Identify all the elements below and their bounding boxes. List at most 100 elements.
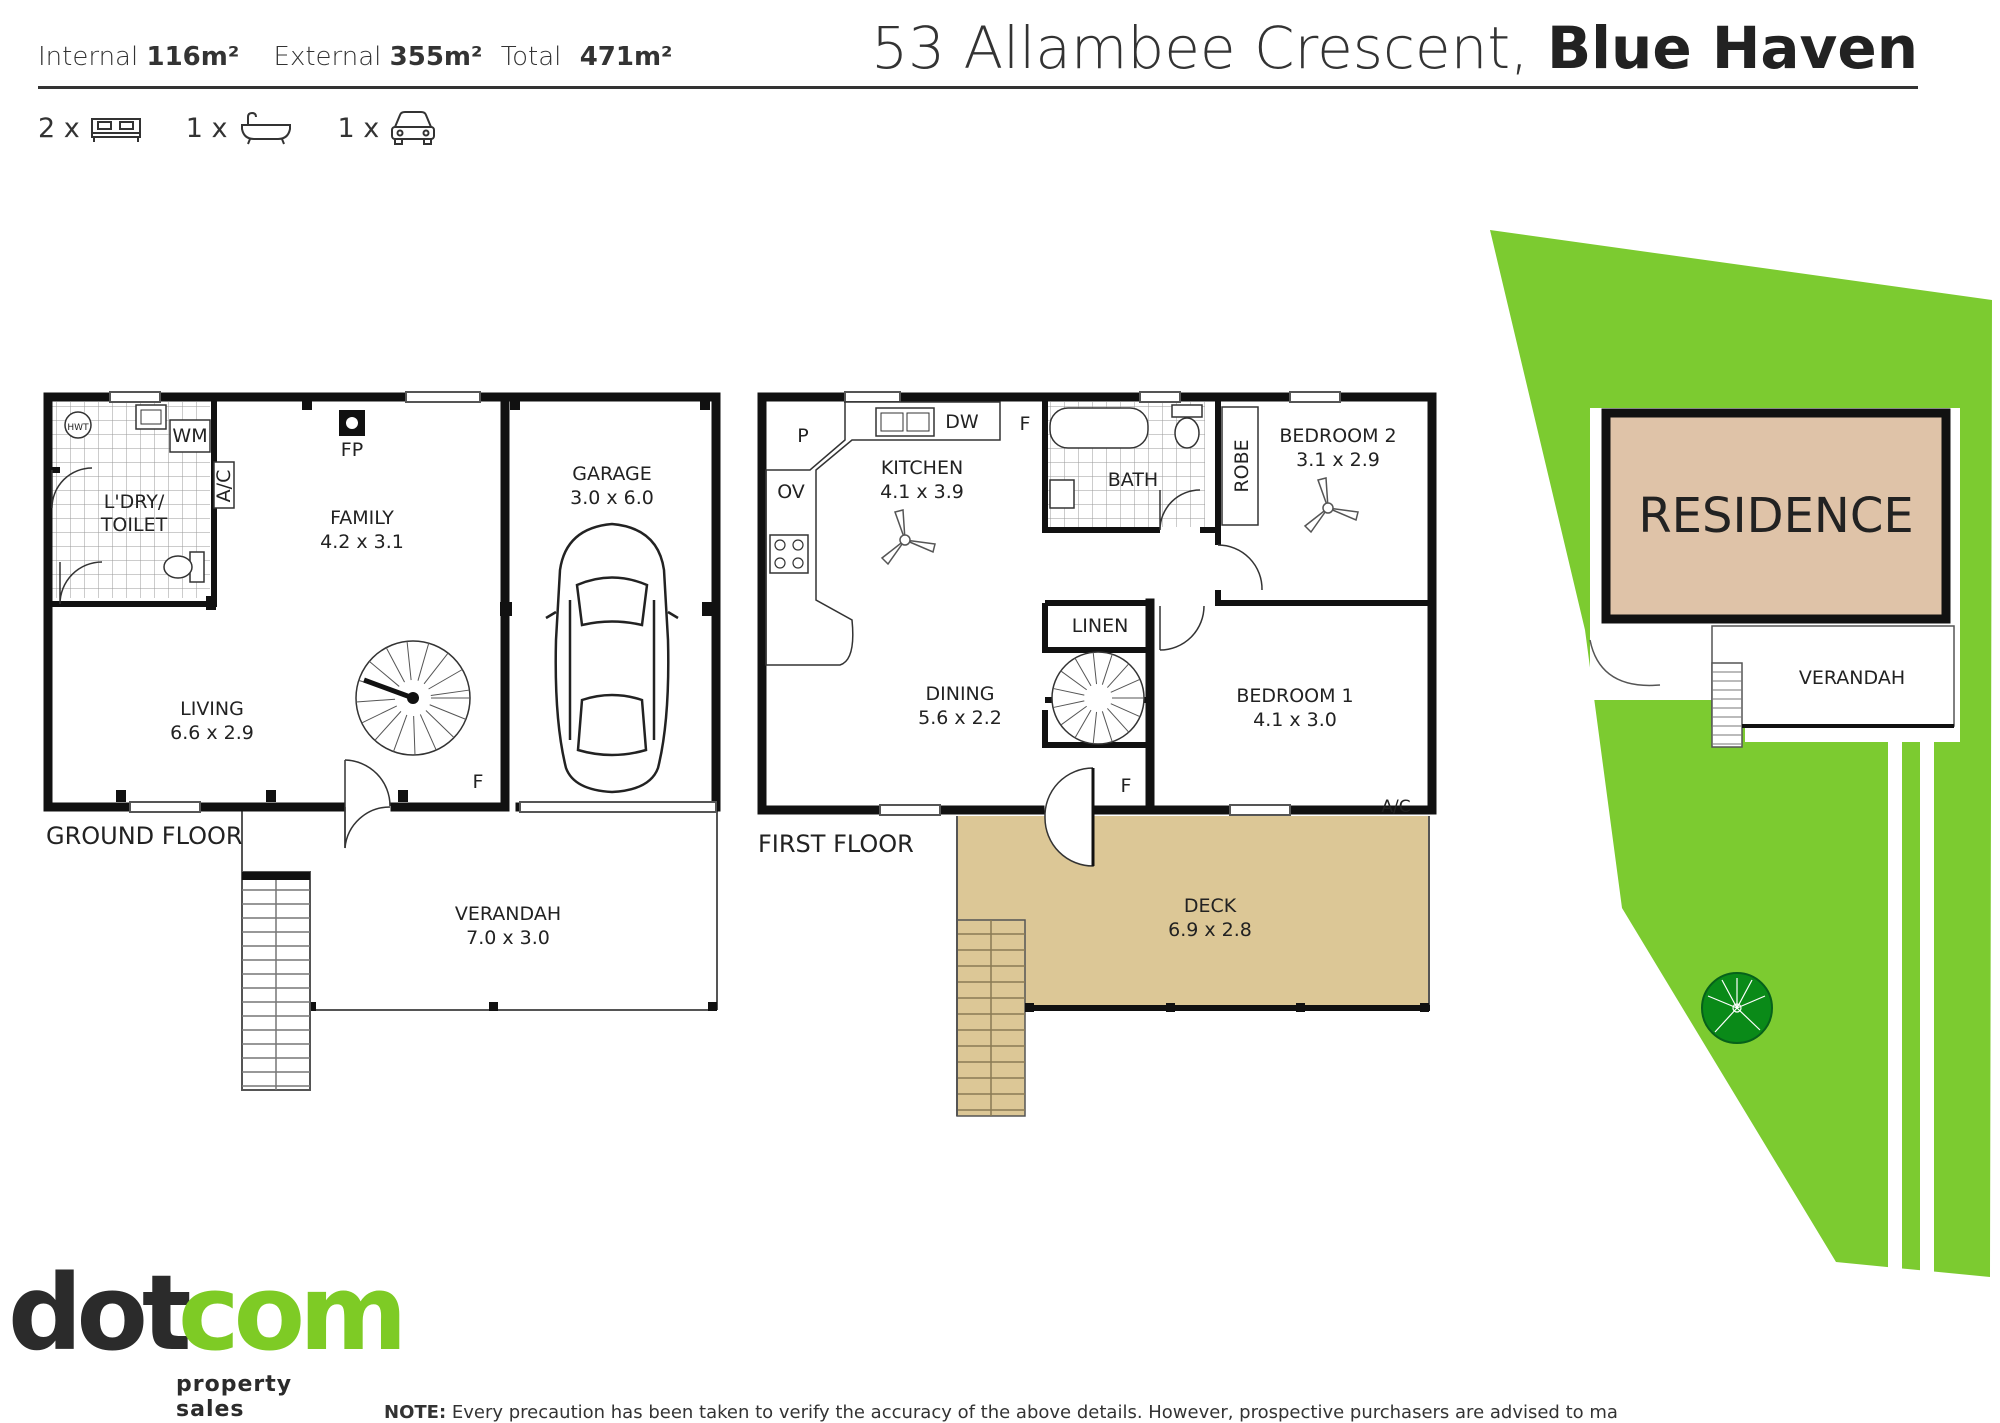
ground-entry-door [344, 759, 391, 849]
ground-verandah-dim: 7.0 x 3.0 [466, 927, 550, 949]
site-verandah-label: VERANDAH [1799, 667, 1905, 689]
total-value: 471m² [579, 42, 673, 72]
bath-basin-icon [1049, 479, 1075, 509]
external-label: External [273, 42, 382, 72]
fireplace-icon [339, 410, 365, 436]
ground-windows [109, 391, 717, 813]
first-floor-plan [757, 391, 1437, 1117]
stair-tread [393, 714, 408, 752]
ground-verandah-label: VERANDAH [455, 903, 561, 925]
lawn-area [1490, 230, 1992, 1277]
site-plan [1490, 230, 1992, 1277]
internal-value: 116m² [146, 42, 240, 72]
parking-count-text: 1 x [337, 112, 380, 144]
deck-floor [957, 816, 1429, 1008]
first-floor-walls [757, 392, 1437, 815]
kitchen-dim: 4.1 x 3.9 [880, 481, 964, 503]
stair-tread [361, 705, 398, 724]
brand-logo: dot com property sales [8, 1252, 407, 1422]
laundry-label-2: TOILET [100, 514, 168, 536]
residence-label: RESIDENCE [1638, 488, 1913, 544]
car-icon [391, 111, 436, 145]
stair-tread [430, 689, 470, 696]
feature-counts: 2 x 1 x 1 x [38, 106, 437, 150]
bath-toilet-icon [1171, 404, 1203, 449]
note-text: Every precaution has been taken to verif… [446, 1402, 1618, 1423]
address-street: 53 Allambee Crescent, [871, 14, 1529, 82]
robe-cabinet [1221, 406, 1259, 526]
driveway-strips [1888, 742, 1934, 1272]
dishwasher-label: DW [945, 411, 979, 433]
stair-tread [385, 647, 405, 683]
total-label: Total [500, 42, 562, 72]
deck-label: DECK [1184, 895, 1237, 917]
linen-label: LINEN [1072, 615, 1129, 637]
stair-tread [1106, 708, 1130, 733]
property-address: 53 Allambee Crescent, Blue Haven [871, 14, 1918, 82]
pantry-label: P [797, 425, 808, 447]
bath-label: BATH [1108, 469, 1158, 491]
ceiling-fan-bedroom-icon [1303, 477, 1359, 534]
stair-tread [429, 704, 467, 720]
kitchen-label: KITCHEN [881, 457, 963, 479]
spiral-stair-first [1051, 651, 1145, 745]
stair-tread [1092, 711, 1098, 744]
ground-floor-plan [43, 391, 721, 1091]
bathroom-count-text: 1 x [185, 112, 228, 144]
spiral-stair-ground [355, 640, 471, 756]
bedroom-count: 2 x [38, 111, 142, 145]
address-suburb: Blue Haven [1546, 14, 1918, 82]
stair-tread [1110, 703, 1141, 718]
deck-rail [956, 816, 1430, 1116]
living-dim: 6.6 x 2.9 [170, 722, 254, 744]
logo-dot: dot [8, 1252, 192, 1374]
ground-f-label: F [473, 771, 484, 793]
stair-tread [425, 710, 455, 738]
stair-tread [1052, 700, 1085, 709]
stair-tread [423, 652, 449, 685]
laundry-doors [51, 467, 103, 605]
disclaimer-note: NOTE: Every precaution has been taken to… [384, 1402, 1618, 1423]
bedroom1-label: BEDROOM 1 [1236, 685, 1353, 707]
stair-tread [413, 715, 416, 755]
family-label: FAMILY [330, 507, 394, 529]
ceiling-fan-kitchen-icon [880, 509, 936, 566]
laundry-label-1: L'DRY/ [104, 491, 165, 513]
stair-tread [374, 711, 402, 741]
stair-tread [1060, 670, 1087, 691]
stair-tread [417, 643, 430, 681]
ground-floor-title: GROUND FLOOR [46, 822, 243, 850]
wm-label: WM [172, 425, 207, 447]
stair-tread [1074, 709, 1092, 739]
stair-tread [419, 714, 437, 751]
header-divider [38, 86, 1918, 89]
kitchen-bench [765, 401, 1001, 666]
stair-tread [1074, 657, 1092, 687]
deck-entry-door [1044, 767, 1095, 867]
logo-com: com [178, 1252, 407, 1374]
living-label: LIVING [180, 698, 244, 720]
ac-unit-ground [213, 461, 235, 509]
deck-posts [1025, 1003, 1429, 1012]
first-doors [1159, 489, 1263, 651]
stair-tread [1101, 654, 1113, 685]
first-floor-title: FIRST FLOOR [758, 830, 914, 858]
stair-tread [1092, 652, 1098, 685]
dining-dim: 5.6 x 2.2 [918, 707, 1002, 729]
site-path [1589, 639, 1661, 687]
logo-tagline: property sales [176, 1372, 293, 1422]
toilet-icon [163, 551, 205, 583]
stair-tread [1106, 663, 1130, 688]
garage-label: GARAGE [572, 463, 652, 485]
oven-label: OV [777, 481, 805, 503]
bedroom-count-text: 2 x [38, 112, 80, 144]
cooktop-icon [769, 534, 809, 574]
fp-label: FP [341, 439, 363, 461]
garage-dim: 3.0 x 6.0 [570, 487, 654, 509]
ground-wall-posts [116, 400, 714, 802]
stair-tread [1101, 711, 1113, 742]
hot-water-tank-icon [64, 411, 92, 439]
stair-tread [428, 669, 463, 690]
stair-tread [1052, 687, 1085, 696]
bathtub-icon [1049, 407, 1149, 449]
